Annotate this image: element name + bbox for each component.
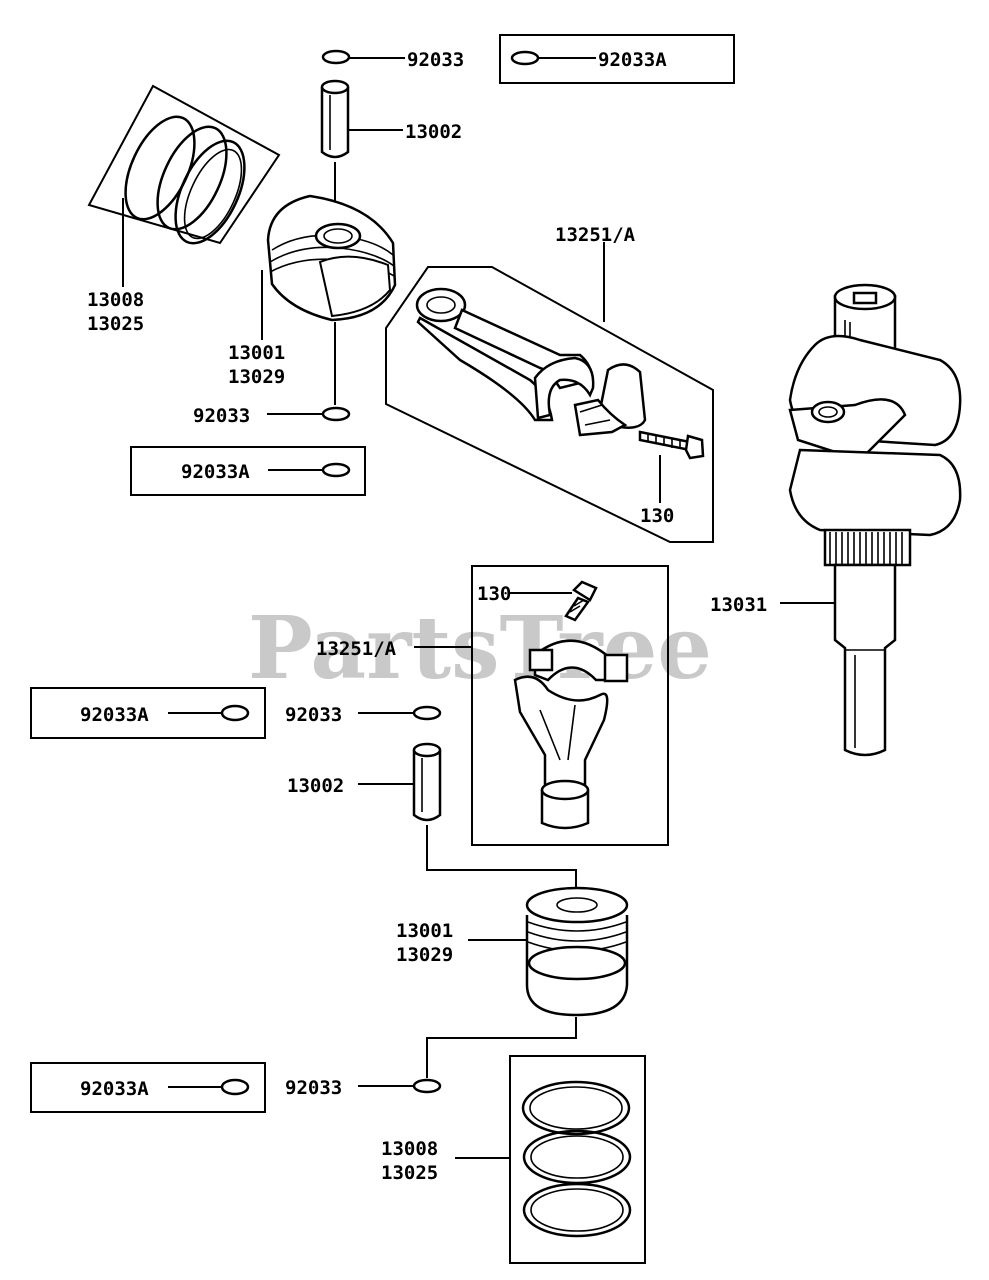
connecting-rod-top[interactable]: [385, 266, 714, 543]
piston-pin-bottom[interactable]: [412, 742, 442, 822]
label-rings-top-b[interactable]: 13025: [87, 313, 144, 335]
label-bolt-bottom[interactable]: 130: [477, 583, 511, 605]
label-piston-top-a[interactable]: 13001: [228, 342, 285, 364]
label-clip-top-lower[interactable]: 92033: [193, 405, 250, 427]
label-rod-top[interactable]: 13251/A: [555, 224, 636, 246]
piston-rings-top[interactable]: [87, 84, 281, 254]
clip-kit-box-bottom-lower[interactable]: [30, 1062, 266, 1113]
label-crankshaft[interactable]: 13031: [710, 594, 767, 616]
leader-piston-to-clip-bottom: [426, 1017, 577, 1078]
label-piston-bottom-b[interactable]: 13029: [396, 944, 453, 966]
label-clip-kit-bottom-lower[interactable]: 92033A: [80, 1078, 149, 1100]
piston-pin-top[interactable]: [320, 79, 350, 159]
clip-kit-box-top-lower[interactable]: [130, 446, 366, 496]
label-pin-top[interactable]: 13002: [405, 121, 462, 143]
watermark: PartsTree: [248, 598, 712, 699]
retaining-clip-top[interactable]: [321, 49, 351, 65]
label-piston-top-b[interactable]: 13029: [228, 366, 285, 388]
label-rings-top-a[interactable]: 13008: [87, 289, 144, 311]
label-clip-kit-top[interactable]: 92033A: [598, 49, 667, 71]
clip-kit-box-bottom[interactable]: [30, 687, 266, 739]
piston-bottom[interactable]: [525, 886, 629, 1017]
crankshaft[interactable]: [788, 283, 962, 757]
piston-rings-bottom[interactable]: [509, 1055, 646, 1264]
retaining-clip-bottom-lower[interactable]: [412, 1078, 442, 1094]
leader-pin-to-piston-bottom: [426, 825, 577, 888]
label-clip-kit-bottom[interactable]: 92033A: [80, 704, 149, 726]
label-rings-bottom-b[interactable]: 13025: [381, 1162, 438, 1184]
label-pin-bottom[interactable]: 13002: [287, 775, 344, 797]
label-clip-bottom[interactable]: 92033: [285, 704, 342, 726]
clip-kit-box-top[interactable]: [499, 34, 735, 84]
connecting-rod-bottom[interactable]: [471, 565, 669, 846]
label-rings-bottom-a[interactable]: 13008: [381, 1138, 438, 1160]
label-rod-bottom[interactable]: 13251/A: [316, 638, 397, 660]
label-clip-kit-top-lower[interactable]: 92033A: [181, 461, 250, 483]
label-clip-top[interactable]: 92033: [407, 49, 464, 71]
label-piston-bottom-a[interactable]: 13001: [396, 920, 453, 942]
label-clip-bottom-lower[interactable]: 92033: [285, 1077, 342, 1099]
piston-top[interactable]: [266, 194, 397, 322]
retaining-clip-top-lower[interactable]: [321, 406, 351, 422]
label-bolt-top[interactable]: 130: [640, 505, 674, 527]
retaining-clip-bottom[interactable]: [412, 705, 442, 721]
